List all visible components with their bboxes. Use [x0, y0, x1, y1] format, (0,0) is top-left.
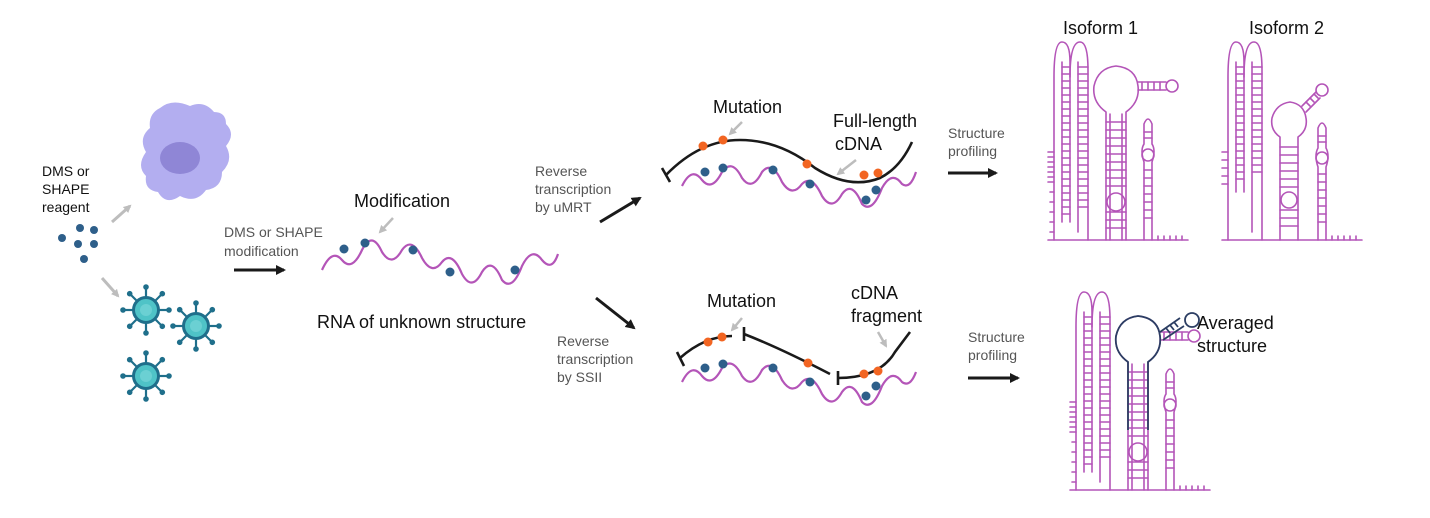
umrt-mutation-label: Mutation — [713, 97, 782, 117]
reagent-label-line2: SHAPE — [42, 181, 89, 197]
umrt-mutation-pointer — [728, 121, 743, 136]
virus-icon — [118, 348, 174, 404]
ssii-mutation-pointer — [730, 317, 743, 332]
isoform1-structure — [1047, 41, 1189, 241]
modification-dots-bottom — [700, 359, 881, 401]
ssii-profiling-label: Structure profiling — [968, 329, 1025, 363]
rna-strand — [320, 239, 560, 285]
modification-dots — [339, 238, 520, 277]
umrt-profiling-label: Structure profiling — [948, 125, 1005, 159]
ssii-profiling-line1: Structure — [968, 329, 1025, 345]
cdna-stop-mark — [660, 167, 672, 183]
isoform2-label: Isoform 2 — [1249, 18, 1324, 38]
umrt-rt-line2: transcription — [535, 181, 611, 197]
modification-label: Modification — [354, 191, 450, 211]
virus-icon — [168, 298, 224, 354]
ssii-frag-line1: cDNA — [851, 283, 898, 303]
modification-step-line1: DMS or SHAPE — [224, 224, 323, 240]
reagent-label-line1: DMS or — [42, 163, 90, 179]
isoform1-label: Isoform 1 — [1063, 18, 1138, 38]
ssii-rt-line1: Reverse — [557, 333, 609, 349]
cdna-fragment-2 — [743, 332, 831, 376]
full-length-cdna — [665, 138, 914, 184]
cdna-fragment-3 — [837, 331, 912, 380]
ssii-arrow — [595, 296, 636, 330]
ssii-rt-label: Reverse transcription by SSII — [557, 333, 633, 385]
virus-icon — [118, 282, 174, 338]
umrt-profiling-line2: profiling — [948, 143, 997, 159]
ssii-fragment-pointer — [876, 331, 888, 348]
reagent-label: DMS or SHAPE reagent — [42, 163, 90, 215]
umrt-full-line1: Full-length — [833, 111, 917, 131]
umrt-rt-line1: Reverse — [535, 163, 587, 179]
averaged-label-line2: structure — [1197, 336, 1267, 356]
umrt-full-line2: cDNA — [835, 134, 882, 154]
pointer-to-cell — [111, 204, 132, 224]
rna-unknown-label: RNA of unknown structure — [317, 312, 526, 332]
ssii-rt-line3: by SSII — [557, 369, 602, 385]
umrt-arrow — [599, 196, 642, 224]
umrt-rt-label: Reverse transcription by uMRT — [535, 163, 611, 215]
umrt-profiling-line1: Structure — [948, 125, 1005, 141]
ssii-mutation-label: Mutation — [707, 291, 776, 311]
umrt-cdna-pointer — [836, 159, 857, 176]
mutation-dots-top — [698, 135, 883, 180]
ssii-rt-line2: transcription — [557, 351, 633, 367]
ssii-profiling-line2: profiling — [968, 347, 1017, 363]
umrt-rt-line3: by uMRT — [535, 199, 592, 215]
modification-step-label: DMS or SHAPE modification — [224, 224, 323, 259]
averaged-structure: Averaged structure — [1069, 291, 1274, 491]
reagent-label-line3: reagent — [42, 199, 90, 215]
reagent-dots — [58, 224, 98, 263]
modification-dots-top — [700, 163, 881, 205]
modification-pointer — [378, 217, 394, 234]
averaged-label-line1: Averaged — [1197, 313, 1274, 333]
pointer-to-virus — [100, 277, 120, 298]
modification-step-line2: modification — [224, 243, 299, 259]
mutation-dots-bottom — [703, 332, 883, 379]
cell-icon — [141, 102, 231, 201]
isoform2-structure — [1221, 41, 1363, 241]
ssii-frag-line2: fragment — [851, 306, 922, 326]
cdna-stop-mark — [675, 351, 686, 367]
